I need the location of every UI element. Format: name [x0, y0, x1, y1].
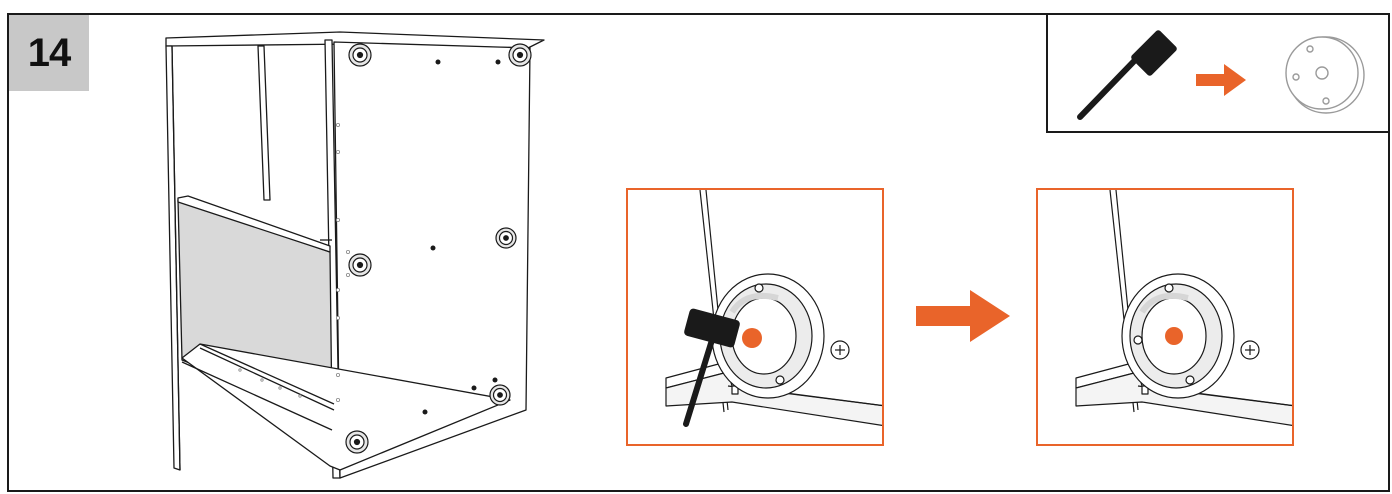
detail-before-panel: [626, 188, 884, 446]
detail-after-illustration: [1075, 190, 1292, 426]
step-number-badge: 14: [9, 15, 89, 91]
leveling-foot-icon: [1285, 36, 1365, 114]
detail-before-illustration: [665, 190, 882, 427]
step-number: 14: [27, 30, 71, 75]
arrow-right-icon: [1196, 64, 1246, 96]
detail-after-panel: [1036, 188, 1294, 446]
page-frame: [7, 13, 1390, 492]
arrow-right-icon: [916, 290, 1010, 342]
mallet-icon: [1077, 30, 1177, 120]
legend-panel: [1046, 13, 1390, 133]
